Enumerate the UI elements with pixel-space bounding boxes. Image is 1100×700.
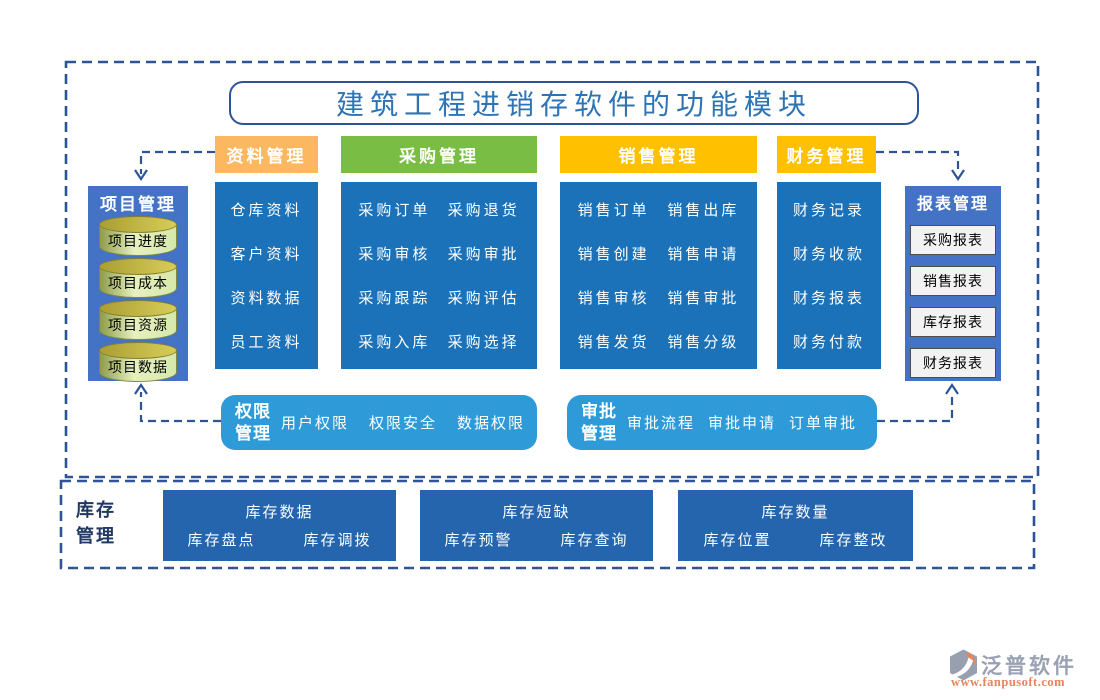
permission-box-title: 权限 管理 <box>235 401 271 444</box>
inventory-data-box: 库存数据 库存盘点 库存调拨 <box>163 490 396 561</box>
approval-box-title: 审批 管理 <box>581 401 617 444</box>
module-item: 采购审核 <box>358 246 431 264</box>
report-item: 采购报表 <box>910 225 996 255</box>
inventory-box-items: 库存位置 库存整改 <box>703 529 887 550</box>
project-item: 项目数据 <box>108 359 168 375</box>
inventory-box-items: 库存预警 库存查询 <box>444 529 628 550</box>
report-item: 销售报表 <box>910 266 996 296</box>
permission-item: 权限安全 <box>369 415 438 432</box>
fanpu-logo-name: 泛普软件 <box>981 655 1077 678</box>
module-item: 销售审核 <box>577 289 650 307</box>
cylinder-top <box>99 258 177 275</box>
header-data-management: 资料管理 <box>215 136 318 173</box>
database-cylinder: 项目数据 <box>98 342 178 383</box>
project-panel: 项目管理 项目进度 项目成本 项目资源 项目数据 <box>88 186 188 383</box>
module-item: 采购审批 <box>447 246 520 264</box>
report-panel-title: 报表管理 <box>916 196 989 213</box>
permission-item: 数据权限 <box>457 415 526 432</box>
approval-title-line2: 管理 <box>581 423 617 443</box>
cylinder-top <box>99 216 177 233</box>
purchase-management-column: 采购订单 采购退货 采购审核 采购审批 采购跟踪 采购评估 采购入库 采购选择 <box>341 182 537 369</box>
arrowhead-up-project <box>134 383 148 395</box>
project-item: 项目成本 <box>108 275 168 291</box>
module-item: 财务记录 <box>792 202 865 220</box>
approval-items: 审批流程 审批申请 订单审批 <box>627 412 857 433</box>
cylinder-top <box>99 300 177 317</box>
module-item: 采购跟踪 <box>358 289 431 307</box>
connector-finance-to-report <box>876 150 960 174</box>
inventory-box-items: 库存盘点 库存调拨 <box>187 529 371 550</box>
inventory-quantity-box: 库存数量 库存位置 库存整改 <box>678 490 913 561</box>
approval-title-line1: 审批 <box>581 402 617 422</box>
approval-box: 审批 管理 审批流程 审批申请 订单审批 <box>567 395 877 450</box>
module-item: 销售订单 <box>577 202 650 220</box>
project-item: 项目进度 <box>108 233 168 249</box>
database-cylinder: 项目成本 <box>98 258 178 299</box>
diagram-title: 建筑工程进销存软件的功能模块 <box>335 88 812 121</box>
inventory-box-title: 库存数量 <box>761 504 830 521</box>
connector-approval-to-report <box>877 392 954 423</box>
finance-management-column: 财务记录 财务收款 财务报表 财务付款 <box>777 182 881 369</box>
diagram-title-box: 建筑工程进销存软件的功能模块 <box>229 81 919 125</box>
inventory-item: 库存位置 <box>703 532 772 549</box>
approval-item: 审批流程 <box>627 415 696 432</box>
sales-management-column: 销售订单 销售出库 销售创建 销售申请 销售审核 销售审批 销售发货 销售分级 <box>560 182 757 369</box>
permission-items: 用户权限 权限安全 数据权限 <box>281 412 525 433</box>
data-management-column: 仓库资料 客户资料 资料数据 员工资料 <box>215 182 318 369</box>
database-cylinder: 项目资源 <box>98 300 178 341</box>
permission-box: 权限 管理 用户权限 权限安全 数据权限 <box>221 395 537 450</box>
arrowhead-down-project <box>134 169 148 181</box>
report-panel: 报表管理 采购报表 销售报表 库存报表 财务报表 <box>905 186 1001 381</box>
module-item: 销售出库 <box>667 202 740 220</box>
header-sales-management: 销售管理 <box>560 136 757 173</box>
permission-title-line1: 权限 <box>235 402 271 422</box>
report-item: 库存报表 <box>910 307 996 337</box>
header-purchase-management: 采购管理 <box>341 136 537 173</box>
module-item: 仓库资料 <box>230 202 303 220</box>
module-item: 客户资料 <box>230 246 303 264</box>
module-item: 采购评估 <box>447 289 520 307</box>
project-item: 项目资源 <box>108 317 168 333</box>
module-item: 销售发货 <box>577 333 650 351</box>
inventory-label-line2: 管理 <box>76 526 116 547</box>
project-panel-title: 项目管理 <box>100 195 176 214</box>
report-item: 财务报表 <box>910 348 996 378</box>
inventory-label-line1: 库存 <box>76 500 116 520</box>
arrowhead-down-report <box>951 169 965 181</box>
module-item: 员工资料 <box>230 333 303 351</box>
inventory-item: 库存调拨 <box>303 532 372 549</box>
connector-permission-to-project <box>139 392 221 423</box>
database-cylinder: 项目进度 <box>98 216 178 257</box>
inventory-shortage-box: 库存短缺 库存预警 库存查询 <box>420 490 653 561</box>
approval-item: 订单审批 <box>789 415 858 432</box>
module-item: 资料数据 <box>230 289 303 307</box>
module-item: 采购选择 <box>447 333 520 351</box>
inventory-box-title: 库存数据 <box>245 504 314 521</box>
module-item: 采购退货 <box>447 202 520 220</box>
module-item: 采购入库 <box>358 333 431 351</box>
module-item: 财务收款 <box>792 246 865 264</box>
module-item: 财务付款 <box>792 333 865 351</box>
inventory-box-title: 库存短缺 <box>502 504 571 521</box>
connector-data-to-project <box>139 150 215 174</box>
permission-item: 用户权限 <box>281 415 350 432</box>
inventory-item: 库存盘点 <box>187 532 256 549</box>
permission-title-line2: 管理 <box>235 423 271 443</box>
inventory-item: 库存预警 <box>444 532 513 549</box>
fanpu-logo-icon <box>950 649 977 681</box>
inventory-item: 库存查询 <box>560 532 629 549</box>
module-item: 财务报表 <box>792 289 865 307</box>
module-item: 采购订单 <box>358 202 431 220</box>
module-item: 销售审批 <box>667 289 740 307</box>
approval-item: 审批申请 <box>708 415 777 432</box>
arrowhead-up-report <box>945 383 959 395</box>
cylinder-top <box>99 342 177 359</box>
module-item: 销售分级 <box>667 333 740 351</box>
module-item: 销售创建 <box>577 246 650 264</box>
inventory-item: 库存整改 <box>819 532 888 549</box>
header-finance-management: 财务管理 <box>777 136 876 173</box>
inventory-section-label: 库存 管理 <box>76 497 116 549</box>
module-item: 销售申请 <box>667 246 740 264</box>
fanpu-logo-url: www.fanpusoft.com <box>951 675 1066 689</box>
